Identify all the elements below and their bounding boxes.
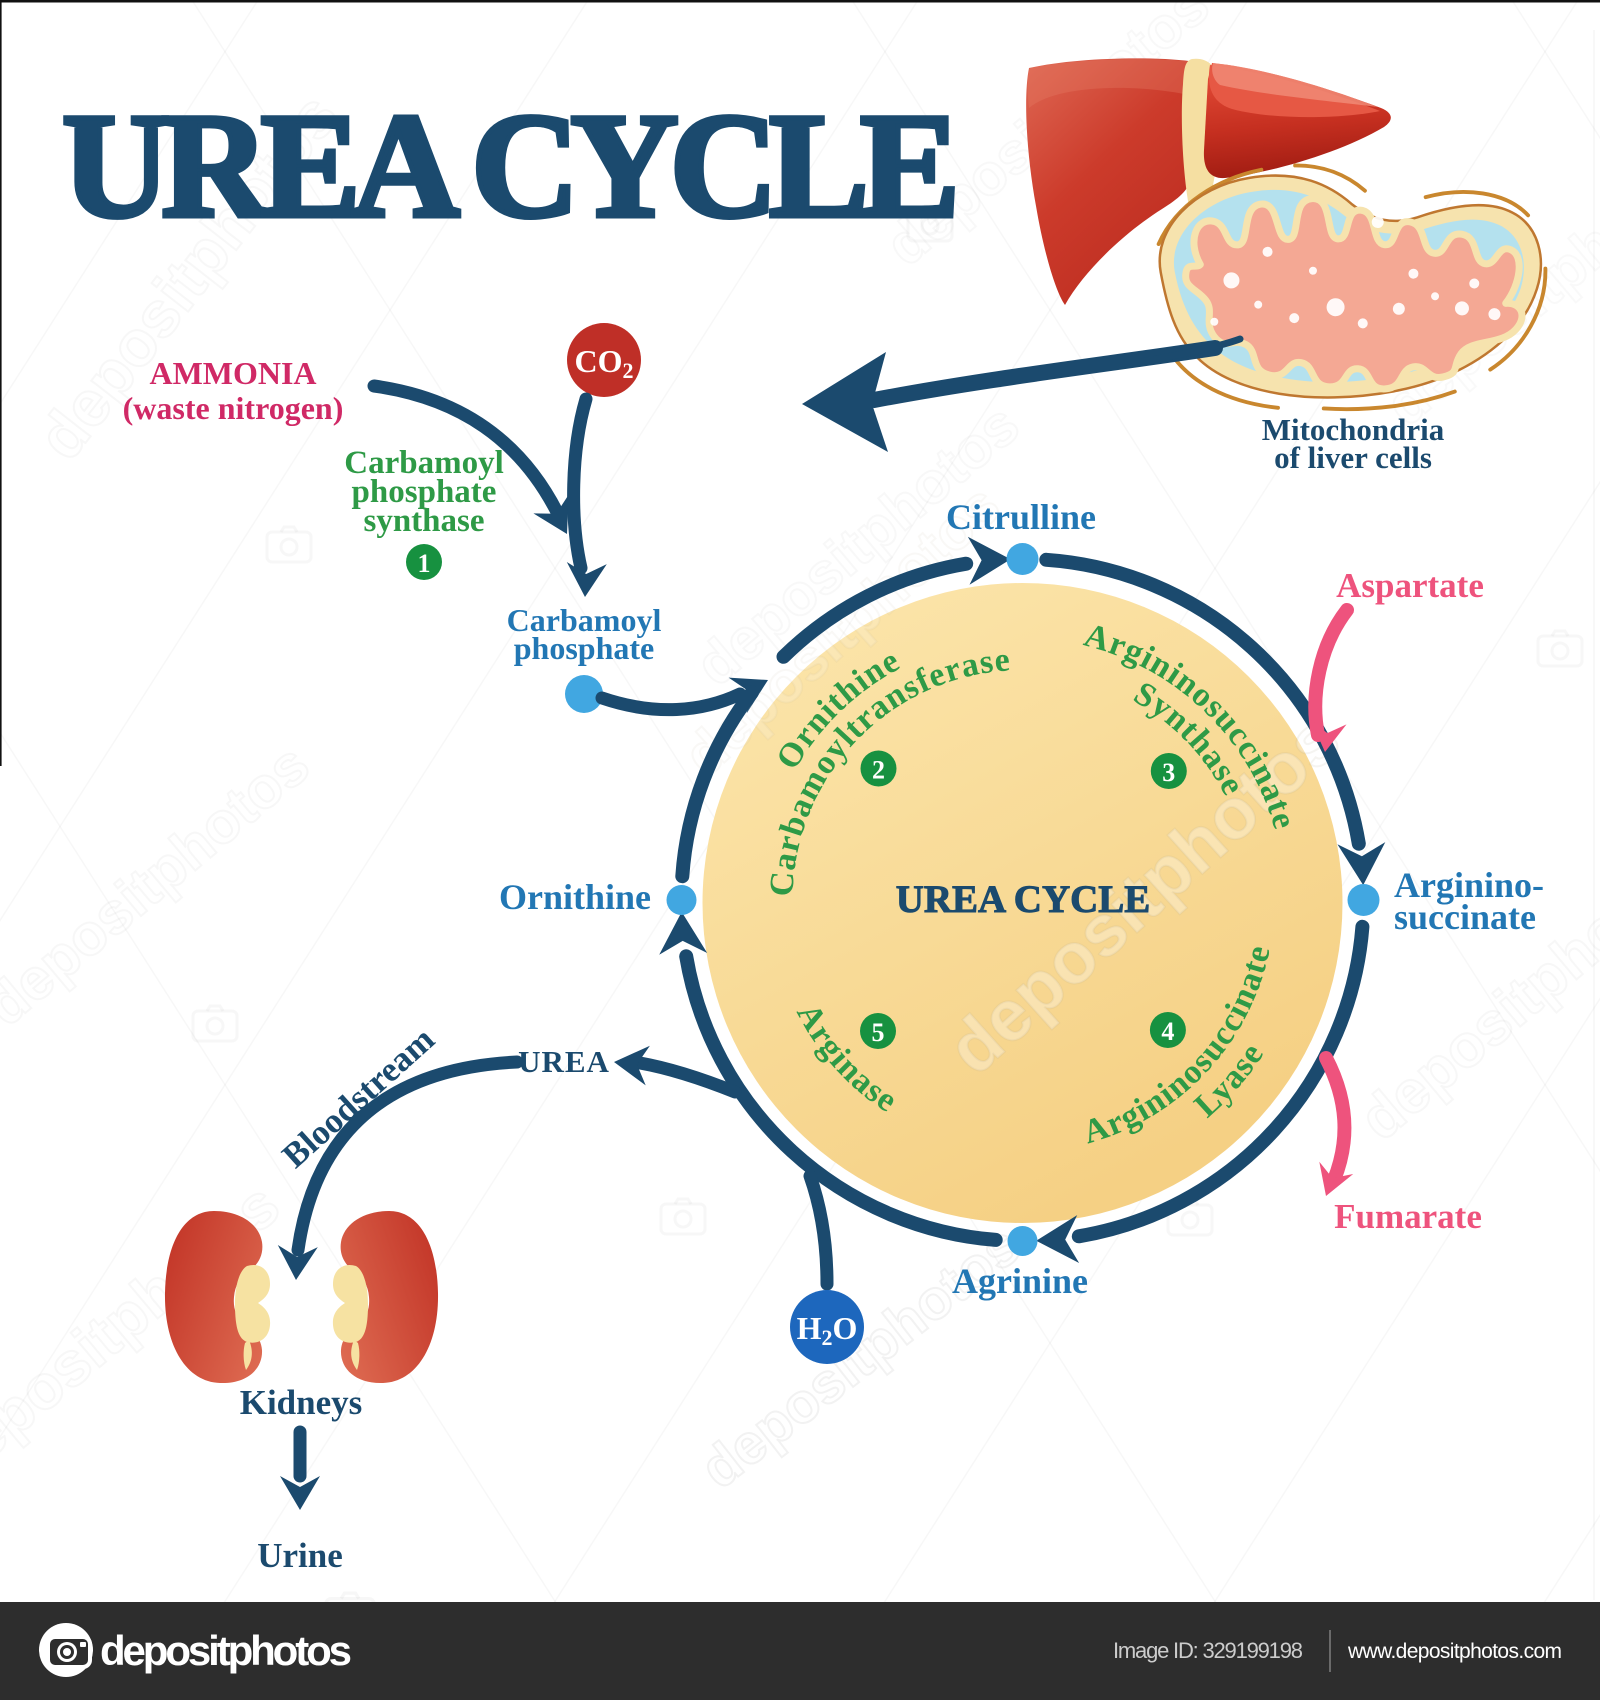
svg-text:Carbamoyl: Carbamoyl	[507, 602, 662, 638]
svg-text:Fumarate: Fumarate	[1334, 1197, 1482, 1236]
svg-text:Arginino-: Arginino-	[1394, 865, 1544, 905]
svg-text:of liver cells: of liver cells	[1274, 440, 1432, 475]
svg-text:phosphate: phosphate	[352, 474, 497, 510]
svg-text:depositphotos: depositphotos	[100, 1627, 352, 1674]
svg-text:(waste nitrogen): (waste nitrogen)	[123, 390, 344, 426]
svg-text:Image ID: 329199198: Image ID: 329199198	[1113, 1638, 1303, 1663]
svg-text:Ornithine: Ornithine	[499, 877, 651, 917]
svg-text:UREA CYCLE: UREA CYCLE	[896, 878, 1151, 921]
svg-text:3: 3	[1162, 758, 1175, 787]
svg-text:Agrinine: Agrinine	[952, 1261, 1088, 1301]
svg-text:Mitochondria: Mitochondria	[1262, 412, 1445, 447]
svg-text:succinate: succinate	[1394, 897, 1536, 937]
svg-text:5: 5	[872, 1018, 885, 1047]
svg-text:Citrulline: Citrulline	[946, 497, 1096, 537]
svg-text:2: 2	[872, 756, 885, 785]
svg-text:Kidneys: Kidneys	[240, 1383, 363, 1422]
svg-text:Carbamoyl: Carbamoyl	[344, 445, 504, 481]
svg-text:AMMONIA: AMMONIA	[149, 355, 316, 391]
svg-text:Aspartate: Aspartate	[1336, 566, 1484, 605]
svg-text:synthase: synthase	[363, 503, 484, 539]
svg-text:phosphate: phosphate	[514, 630, 655, 666]
svg-text:1: 1	[418, 549, 431, 578]
svg-text:www.depositphotos.com: www.depositphotos.com	[1347, 1640, 1562, 1663]
svg-text:Urine: Urine	[257, 1536, 343, 1575]
svg-text:4: 4	[1161, 1017, 1174, 1046]
svg-text:UREA CYCLE: UREA CYCLE	[62, 83, 962, 249]
svg-text:UREA: UREA	[518, 1044, 610, 1079]
